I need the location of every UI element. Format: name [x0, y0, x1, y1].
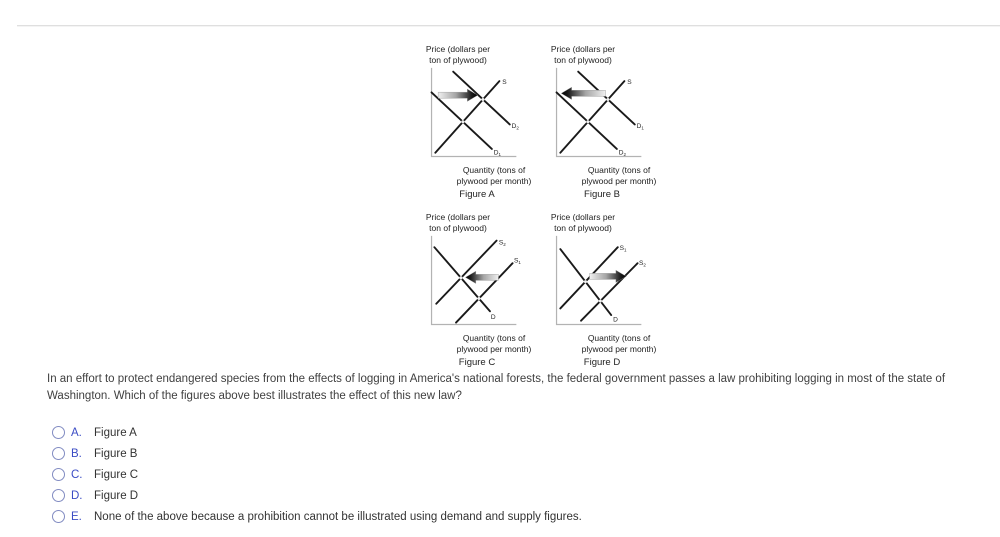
option-text: Figure C — [94, 468, 139, 481]
option-letter: E. — [71, 510, 82, 523]
supply-initial-label: S1 — [514, 257, 521, 265]
option-text: Figure D — [94, 489, 139, 502]
radio-button-a[interactable] — [52, 426, 65, 439]
demand-new-label: D2 — [512, 123, 520, 131]
option-letter: A. — [71, 426, 82, 439]
option-row-d[interactable]: D. Figure D — [52, 488, 582, 503]
option-letter: D. — [71, 489, 83, 502]
figure-d-y-axis-label: Price (dollars per ton of plywood) — [550, 212, 616, 233]
equilibrium-point — [606, 97, 610, 101]
supply-initial-label: S1 — [620, 245, 627, 253]
demand-initial-label: D1 — [494, 150, 502, 158]
demand-curve-initial — [430, 91, 493, 150]
figure-c-y-axis-label: Price (dollars per ton of plywood) — [425, 212, 491, 233]
supply-curve-initial — [455, 262, 514, 324]
demand-curve — [433, 246, 491, 313]
option-row-a[interactable]: A. Figure A — [52, 425, 582, 440]
figure-a-caption: Figure A — [459, 189, 495, 200]
equilibrium-point — [583, 280, 587, 284]
demand-label: D — [613, 317, 618, 324]
supply-new-label: S2 — [499, 239, 506, 247]
option-text: Figure B — [94, 447, 138, 460]
left-shift-arrow-icon — [560, 86, 606, 100]
option-row-b[interactable]: B. Figure B — [52, 446, 582, 461]
option-text: Figure A — [94, 426, 137, 439]
figure-c-x-axis-label: Quantity (tons of plywood per month) — [456, 333, 532, 355]
figure-c-caption: Figure C — [458, 357, 496, 368]
equilibrium-point — [461, 120, 465, 124]
option-text: None of the above because a prohibition … — [94, 510, 582, 523]
supply-label: S — [502, 79, 507, 86]
supply-curve-new — [580, 262, 639, 322]
question-text: In an effort to protect endangered speci… — [47, 373, 946, 402]
radio-button-c[interactable] — [52, 468, 65, 481]
axes — [430, 67, 517, 158]
radio-button-e[interactable] — [52, 510, 65, 523]
header-divider — [17, 25, 1000, 26]
radio-button-b[interactable] — [52, 447, 65, 460]
figure-d-x-axis-label: Quantity (tons of plywood per month) — [581, 333, 657, 355]
equilibrium-point — [477, 297, 481, 301]
option-letter: C. — [71, 468, 83, 481]
right-shift-arrow-icon — [589, 269, 627, 283]
demand-label: D — [491, 314, 496, 321]
axes — [555, 235, 642, 326]
option-letter: B. — [71, 447, 82, 460]
demand-initial-label: D1 — [637, 123, 645, 131]
supply-label: S — [627, 79, 632, 86]
figure-d-chart: S1 S2 D — [555, 235, 646, 326]
equilibrium-point — [586, 120, 590, 124]
axes — [430, 235, 517, 326]
supply-curve — [559, 80, 626, 154]
left-shift-arrow-icon — [465, 270, 499, 284]
demand-curve-new — [555, 91, 618, 150]
equilibrium-point — [459, 276, 463, 280]
demand-new-label: D2 — [619, 150, 627, 158]
figure-c-chart: S2 S1 D — [430, 235, 521, 326]
figure-b-chart: S D1 D2 — [555, 67, 645, 158]
supply-curve-initial — [559, 246, 619, 310]
right-shift-arrow-icon — [437, 88, 479, 102]
supply-curve-new — [435, 239, 498, 305]
figure-b-caption: Figure B — [584, 189, 620, 200]
supply-curve — [434, 80, 501, 154]
axes — [555, 67, 642, 158]
figure-a-y-axis-label: Price (dollars per ton of plywood) — [425, 44, 491, 65]
demand-curve-new — [452, 70, 511, 126]
demand-curve-initial — [577, 70, 636, 126]
figure-b-y-axis-label: Price (dollars per ton of plywood) — [550, 44, 616, 65]
answer-options: A. Figure A B. Figure B C. Figure C D. F… — [52, 425, 582, 524]
figure-d-caption: Figure D — [583, 357, 621, 368]
figure-b-x-axis-label: Quantity (tons of plywood per month) — [581, 165, 657, 187]
radio-button-d[interactable] — [52, 489, 65, 502]
figure-a-chart: S D1 D2 — [430, 67, 520, 158]
supply-new-label: S2 — [639, 260, 646, 268]
figure-a-x-axis-label: Quantity (tons of plywood per month) — [456, 165, 532, 187]
option-row-e[interactable]: E. None of the above because a prohibiti… — [52, 509, 582, 524]
equilibrium-point — [481, 97, 485, 101]
equilibrium-point — [598, 299, 602, 303]
option-row-c[interactable]: C. Figure C — [52, 467, 582, 482]
